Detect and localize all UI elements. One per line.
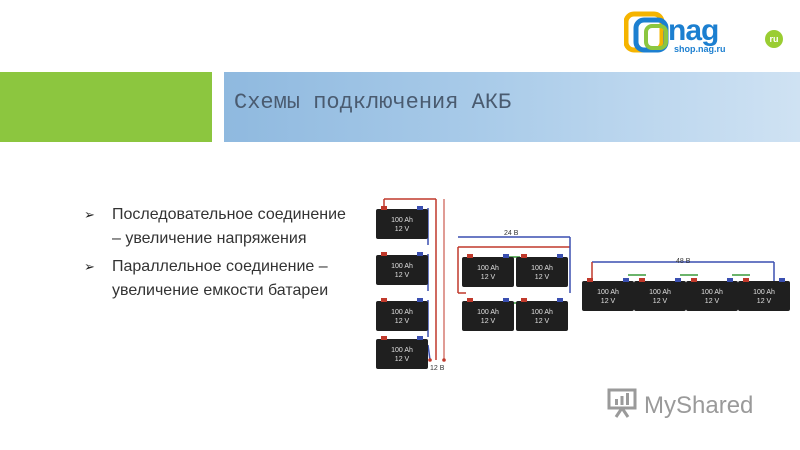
battery-voltage: 12 V — [481, 274, 496, 281]
battery-capacity: 100 Ah — [391, 263, 413, 270]
logo-domain-badge: ru — [765, 30, 783, 48]
battery-capacity: 100 Ah — [391, 217, 413, 224]
battery-capacity: 100 Ah — [649, 289, 671, 296]
battery-wiring-diagram: 100 Ah 12 V 100 Ah 12 V 100 Ah 12 V 100 … — [376, 198, 790, 372]
battery-voltage: 12 V — [395, 318, 410, 325]
nag-logo-icon — [624, 11, 669, 53]
battery-capacity: 100 Ah — [701, 289, 723, 296]
voltage-label-12v: 12 В — [430, 365, 445, 372]
watermark-text: MyShared — [644, 392, 754, 419]
battery-capacity: 100 Ah — [597, 289, 619, 296]
series-parallel-diagram: 24 В 100 Ah 12 V 100 Ah 12 V 100 Ah 12 V… — [457, 230, 571, 331]
battery-voltage: 12 V — [395, 226, 410, 233]
battery-capacity: 100 Ah — [477, 265, 499, 272]
bullet-item: ➢ Последовательное соединение – увеличен… — [84, 203, 354, 251]
battery-voltage: 12 V — [535, 318, 550, 325]
battery-capacity: 100 Ah — [531, 265, 553, 272]
battery-voltage: 12 V — [535, 274, 550, 281]
header-accent-bar — [0, 72, 212, 142]
bullet-text: Параллельное соединение – увеличение емк… — [112, 258, 329, 299]
slide-title: Схемы подключения АКБ — [234, 90, 512, 115]
battery-capacity: 100 Ah — [753, 289, 775, 296]
battery-voltage: 12 V — [705, 298, 720, 305]
title-bar — [224, 72, 800, 142]
series-diagram: 100 Ah 12 V 100 Ah 12 V 100 Ah 12 V 100 … — [376, 198, 446, 372]
battery-capacity: 100 Ah — [477, 309, 499, 316]
battery-voltage: 12 V — [395, 272, 410, 279]
battery-capacity: 100 Ah — [391, 347, 413, 354]
voltage-label-24v: 24 В — [504, 230, 519, 237]
battery-capacity: 100 Ah — [391, 309, 413, 316]
arrow-bullet-icon: ➢ — [84, 207, 95, 222]
battery-voltage: 12 V — [395, 356, 410, 363]
battery-capacity: 100 Ah — [531, 309, 553, 316]
bullet-list: ➢ Последовательное соединение – увеличен… — [84, 203, 354, 307]
battery-voltage: 12 V — [757, 298, 772, 305]
logo-subtitle: shop.nag.ru — [674, 44, 726, 54]
voltage-label-48v: 48 В — [676, 258, 691, 265]
battery-voltage: 12 V — [601, 298, 616, 305]
battery-voltage: 12 V — [481, 318, 496, 325]
series-horizontal-diagram: 48 В 100 Ah 12 V 100 Ah 12 V 100 Ah 12 V… — [582, 258, 790, 311]
arrow-bullet-icon: ➢ — [84, 259, 95, 274]
battery-voltage: 12 V — [653, 298, 668, 305]
bullet-item: ➢ Параллельное соединение – увеличение е… — [84, 255, 354, 303]
bullet-text: Последовательное соединение – увеличение… — [112, 206, 346, 247]
presentation-icon — [607, 388, 637, 418]
logo-name: nag — [668, 14, 719, 47]
